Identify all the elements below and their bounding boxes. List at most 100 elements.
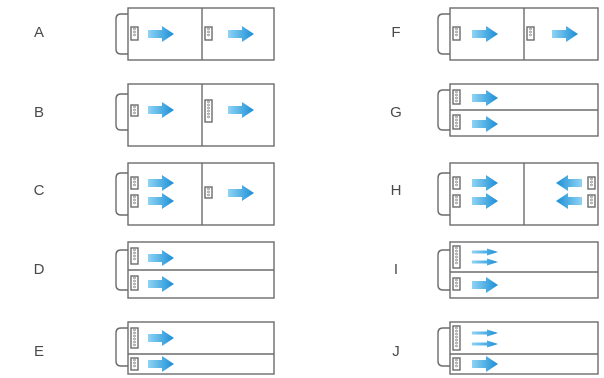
config-label-d: D xyxy=(33,261,45,278)
h-port-1-pin xyxy=(455,177,458,181)
h-port-2-pin xyxy=(455,198,458,202)
i-arrow-1 xyxy=(472,248,498,256)
e-port-2-pin xyxy=(133,361,136,365)
d-port-2 xyxy=(130,275,139,291)
a-port-1-pin xyxy=(133,33,136,37)
c-port-2-pin xyxy=(133,201,136,205)
f-arrow-2 xyxy=(552,26,578,42)
i-arrow-2 xyxy=(472,258,498,266)
j-handle xyxy=(437,327,450,367)
h-port-4-pin xyxy=(590,201,593,205)
g-port-2-pin xyxy=(455,115,458,119)
h-port-3 xyxy=(587,176,596,190)
j-port-2 xyxy=(452,357,461,371)
config-label-a: A xyxy=(33,24,44,41)
e-port-1-pin xyxy=(133,340,136,344)
g-port-1-pin xyxy=(455,93,458,97)
i-port-1-pin xyxy=(455,246,458,250)
e-port-2-pin xyxy=(133,364,136,368)
b-port-2-pin xyxy=(207,112,210,116)
b-port-2-pin xyxy=(207,100,210,104)
g-port-2 xyxy=(452,114,461,130)
g-port-1-pin xyxy=(455,99,458,103)
h-port-2-pin xyxy=(455,201,458,205)
j-arrow-2 xyxy=(472,340,498,348)
e-handle xyxy=(115,327,128,367)
h-port-3-pin xyxy=(590,180,593,184)
c-port-1-pin xyxy=(133,177,136,181)
i-port-1-pin xyxy=(455,255,458,259)
c-port-3-pin xyxy=(207,193,210,197)
a-port-2-pin xyxy=(207,30,210,34)
b-port-1-pin xyxy=(133,111,136,115)
h-port-4-pin xyxy=(590,195,593,199)
config-label-e: E xyxy=(33,343,44,360)
i-port-1-pin xyxy=(455,258,458,262)
config-label-j: J xyxy=(392,343,400,360)
h-port-3-pin xyxy=(590,183,593,187)
j-arrow-1 xyxy=(472,329,498,337)
a-arrow-1 xyxy=(148,26,174,42)
c-port-1-pin xyxy=(133,183,136,187)
d-port-1-pin xyxy=(133,248,136,252)
b-port-2 xyxy=(204,99,213,123)
c-port-3-pin xyxy=(207,190,210,194)
d-handle xyxy=(115,249,128,291)
j-port-1-pin xyxy=(455,326,458,330)
a-port-2 xyxy=(204,26,213,41)
b-port-1 xyxy=(130,104,139,117)
i-port-1-pin xyxy=(455,261,458,265)
j-port-2-pin xyxy=(455,358,458,362)
d-arrow-2 xyxy=(148,276,174,292)
g-port-1-pin xyxy=(455,90,458,94)
e-port-1 xyxy=(130,327,139,349)
e-port-1-pin xyxy=(133,328,136,332)
i-port-1-pin xyxy=(455,249,458,253)
g-port-1 xyxy=(452,89,461,105)
b-port-2-pin xyxy=(207,106,210,110)
j-port-1-pin xyxy=(455,338,458,342)
c-arrow-1 xyxy=(148,175,174,191)
h-arrow-2 xyxy=(472,193,498,209)
h-port-4 xyxy=(587,194,596,208)
j-port-1-pin xyxy=(455,329,458,333)
d-port-1-pin xyxy=(133,254,136,258)
config-label-b: B xyxy=(33,104,44,121)
a-port-2-pin xyxy=(207,33,210,37)
d-port-2-pin xyxy=(133,276,136,280)
c-handle xyxy=(115,172,128,216)
b-arrow-2 xyxy=(228,102,254,118)
h-port-1-pin xyxy=(455,183,458,187)
b-port-2-pin xyxy=(207,103,210,107)
g-port-2-pin xyxy=(455,118,458,122)
f-port-1-pin xyxy=(455,30,458,34)
h-arrow-4 xyxy=(556,193,582,209)
j-arrow-3 xyxy=(472,356,498,372)
e-port-1-pin xyxy=(133,334,136,338)
a-port-1-pin xyxy=(133,30,136,34)
f-arrow-1 xyxy=(472,26,498,42)
b-port-2-pin xyxy=(207,115,210,119)
c-port-3 xyxy=(204,186,213,199)
h-port-1-pin xyxy=(455,180,458,184)
b-chassis xyxy=(127,83,275,147)
h-port-2-pin xyxy=(455,195,458,199)
b-port-1-pin xyxy=(133,108,136,112)
j-port-2-pin xyxy=(455,361,458,365)
f-port-2-pin xyxy=(529,30,532,34)
f-port-2-pin xyxy=(529,33,532,37)
config-label-f: F xyxy=(391,24,401,41)
e-arrow-1 xyxy=(148,330,174,346)
f-port-1-pin xyxy=(455,33,458,37)
b-handle xyxy=(115,93,128,131)
j-port-1-pin xyxy=(455,332,458,336)
a-port-2-pin xyxy=(207,27,210,31)
a-chassis xyxy=(127,7,275,61)
g-port-1-pin xyxy=(455,96,458,100)
e-chassis xyxy=(127,321,275,375)
config-label-c: C xyxy=(33,182,45,199)
config-label-h: H xyxy=(390,182,402,199)
a-arrow-2 xyxy=(228,26,254,42)
